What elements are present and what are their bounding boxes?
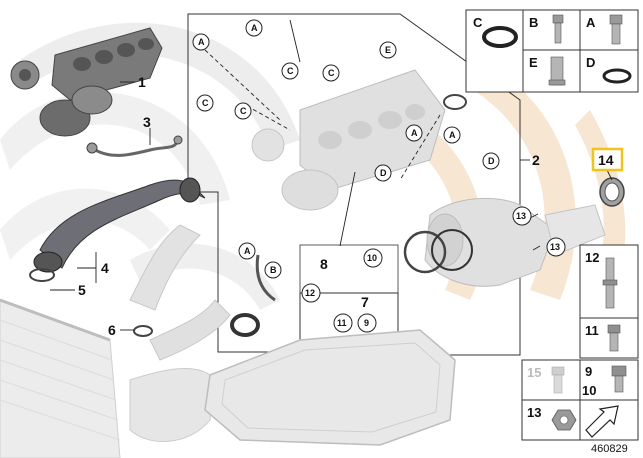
callout-14-highlight: 14 bbox=[591, 147, 624, 172]
marker-a3: A bbox=[411, 128, 418, 138]
leader-lines bbox=[204, 19, 441, 247]
callout-1: 1 bbox=[138, 74, 146, 90]
faded-lower-pipe bbox=[129, 367, 216, 442]
faded-pipe-part bbox=[129, 224, 231, 361]
legend-e-label: E bbox=[529, 55, 538, 70]
circled-callouts: 10 12 11 9 13 13 bbox=[301, 206, 566, 333]
legend-a-screw-icon bbox=[609, 14, 623, 45]
intercooler-part bbox=[0, 298, 121, 458]
oil-return-pipe bbox=[255, 254, 276, 302]
callout-14: 14 bbox=[598, 152, 614, 168]
subassembly-box bbox=[299, 244, 399, 294]
callout-leaders bbox=[50, 81, 613, 331]
reference-number: 460829 bbox=[591, 443, 628, 455]
marker-a4: A bbox=[449, 130, 456, 140]
callout-2: 2 bbox=[532, 152, 540, 168]
hose-clamp-part bbox=[599, 177, 625, 207]
gasket-2 bbox=[443, 94, 467, 110]
legend-d-label: D bbox=[586, 55, 595, 70]
seal-ring bbox=[230, 313, 260, 337]
callout-12: 12 bbox=[305, 288, 315, 298]
hardware-panel: 12 11 15 9 10 13 bbox=[521, 244, 639, 441]
callout-10: 10 bbox=[367, 253, 377, 263]
legend-e-sleeve-icon bbox=[548, 56, 566, 86]
part-callouts: 1 3 4 5 6 2 8 7 bbox=[78, 74, 540, 338]
stud-bolt-icon bbox=[602, 257, 618, 309]
callout-8: 8 bbox=[320, 256, 328, 272]
tile-12-label: 12 bbox=[585, 250, 599, 265]
tile-11-label: 11 bbox=[585, 323, 599, 338]
turbo-manifold-assembly bbox=[251, 69, 446, 211]
short-bolt-icon bbox=[607, 324, 621, 352]
marker-c3: C bbox=[202, 98, 209, 108]
legend-box: C B A E D bbox=[465, 9, 639, 93]
callout-5: 5 bbox=[78, 282, 86, 298]
direction-arrow-icon bbox=[585, 405, 619, 438]
marker-e1: E bbox=[385, 45, 391, 55]
charge-air-hose-part bbox=[33, 177, 206, 273]
tile-13-label: 13 bbox=[527, 405, 541, 420]
marker-a1: A bbox=[198, 37, 205, 47]
v-band-clamp bbox=[403, 230, 447, 274]
faded-bolt-icon bbox=[551, 366, 565, 394]
callout-3: 3 bbox=[143, 114, 151, 130]
callout-6: 6 bbox=[108, 322, 116, 338]
o-ring-6 bbox=[133, 325, 153, 337]
callout-4: 4 bbox=[101, 260, 109, 276]
letter-markers: A A A A A B C C C C D D E bbox=[192, 19, 500, 279]
callout-9: 9 bbox=[364, 318, 369, 328]
callout-13b: 13 bbox=[550, 242, 560, 252]
marker-d2: D bbox=[488, 156, 495, 166]
marker-d1: D bbox=[380, 168, 387, 178]
o-ring-5 bbox=[29, 268, 55, 282]
marker-a2: A bbox=[251, 23, 258, 33]
tile-15-label: 15 bbox=[527, 365, 541, 380]
legend-a-label: A bbox=[586, 15, 596, 30]
hex-nut-icon bbox=[551, 409, 577, 431]
marker-c4: C bbox=[240, 106, 247, 116]
callout-7: 7 bbox=[361, 294, 369, 310]
legend-c-label: C bbox=[473, 15, 483, 30]
legend-b-label: B bbox=[529, 15, 538, 30]
tile-9-label: 9 bbox=[585, 364, 592, 379]
tile-10-label: 10 bbox=[582, 383, 596, 398]
callout-11: 11 bbox=[337, 318, 347, 328]
marker-b1: B bbox=[270, 265, 277, 275]
heat-shield-part bbox=[204, 329, 456, 446]
legend-b-bolt-icon bbox=[552, 14, 564, 44]
gasket-ring bbox=[431, 229, 473, 271]
callout-13a: 13 bbox=[516, 211, 526, 221]
nut-bolt-icon bbox=[611, 365, 627, 393]
marker-a5: A bbox=[244, 246, 251, 256]
oil-pipe-part bbox=[86, 135, 183, 157]
marker-c2: C bbox=[328, 68, 335, 78]
marker-c1: C bbox=[287, 66, 294, 76]
